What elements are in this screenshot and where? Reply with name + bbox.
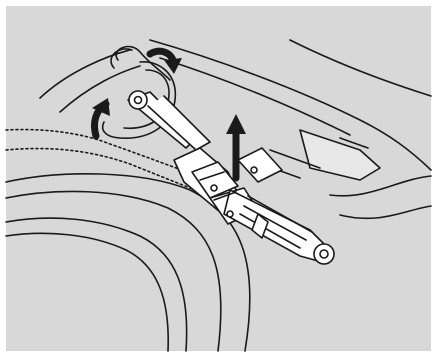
up-arrow-icon — [226, 114, 246, 178]
scissor-jack — [128, 91, 334, 264]
